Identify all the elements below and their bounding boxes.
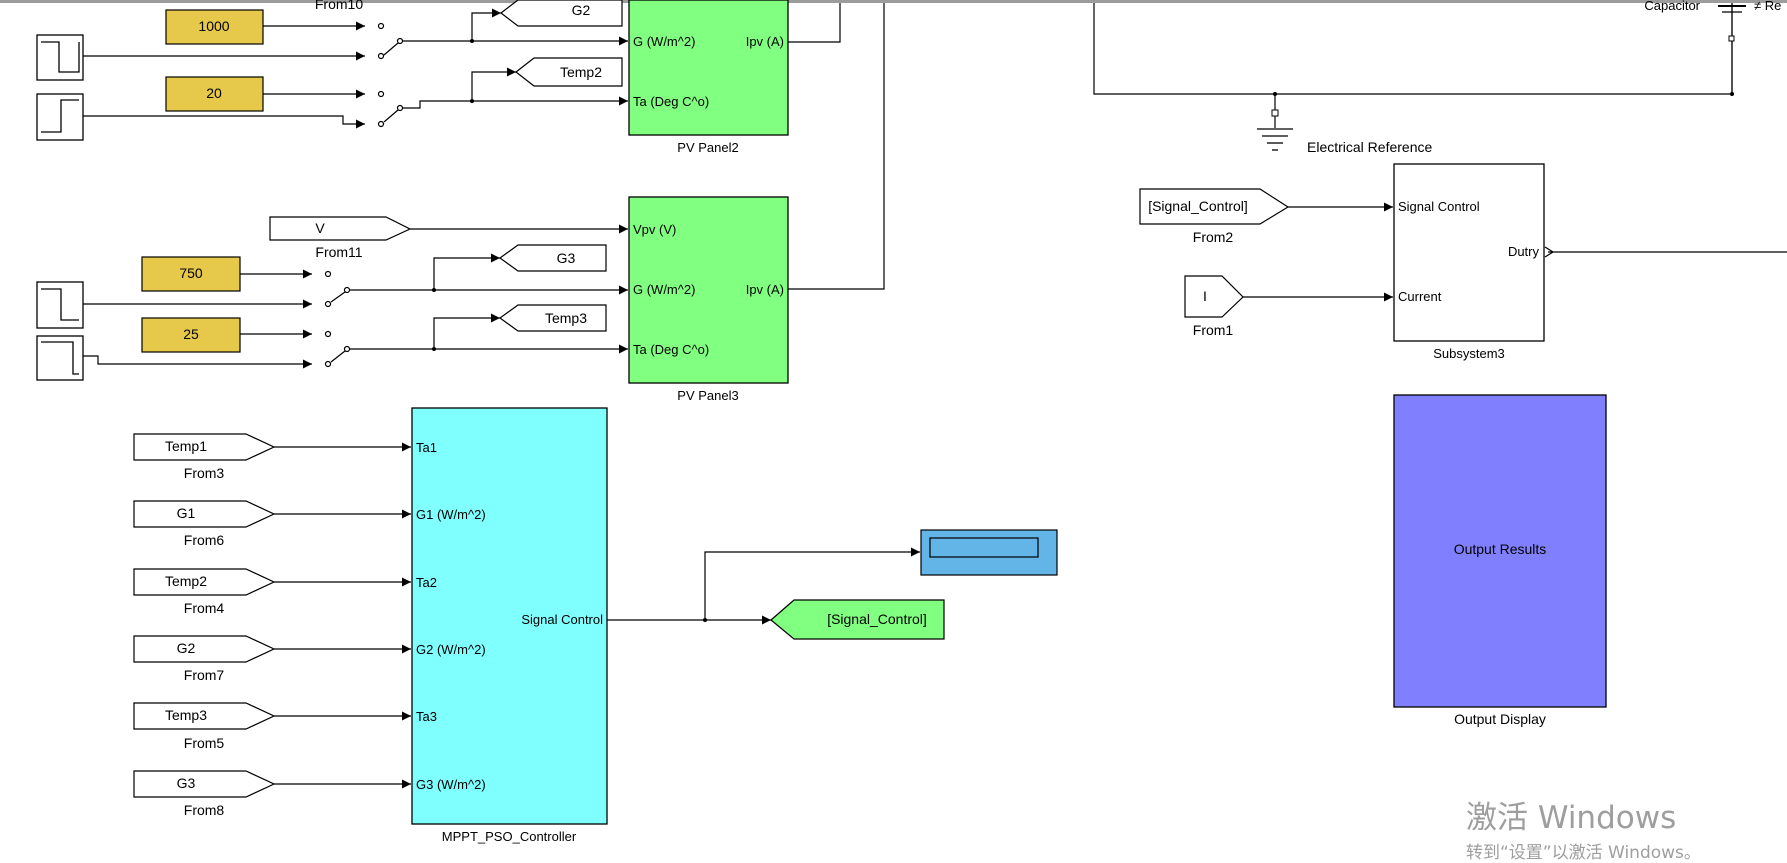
port-label-g: G (W/m^2): [633, 282, 695, 297]
constant-block[interactable]: [165, 76, 264, 112]
step-source-4[interactable]: [36, 335, 84, 381]
window-top-border: [0, 0, 1787, 3]
from-block-label: G2: [177, 640, 196, 656]
goto-tag-g2[interactable]: [500, 0, 623, 27]
step-source-1[interactable]: [36, 34, 84, 81]
pv-panel2-block[interactable]: G (W/m^2) Ta (Deg C^o) Ipv (A) PV Panel2: [628, 0, 789, 155]
port-label-g3: G3 (W/m^2): [416, 777, 486, 792]
port-label-dutry: Dutry: [1508, 244, 1540, 259]
port-label-current: Current: [1398, 289, 1442, 304]
step-source-2[interactable]: [36, 93, 84, 141]
block-name-pv-panel3: PV Panel3: [677, 388, 738, 403]
from-block-name: From8: [184, 802, 225, 818]
goto-tag-signal-control[interactable]: [770, 599, 945, 640]
block-name-pv-panel2: PV Panel2: [677, 140, 738, 155]
constant-value: 20: [206, 85, 222, 101]
from-block-v[interactable]: [269, 216, 412, 241]
from-block-name: From4: [184, 600, 225, 616]
windows-activation-watermark-hint: 转到“设置”以激活 Windows。: [1466, 843, 1701, 863]
windows-activation-watermark: 激活 Windows: [1466, 800, 1677, 836]
subsystem3-block[interactable]: Signal Control Current Dutry Subsystem3: [1393, 163, 1555, 361]
from-block-label: Temp1: [165, 438, 207, 454]
junction-dots: [432, 39, 1734, 622]
port-label-g: G (W/m^2): [633, 34, 695, 49]
constant-blocks[interactable]: 1000 20 750 25: [141, 9, 264, 353]
step-sources[interactable]: [36, 34, 84, 381]
from-block-name: From6: [184, 532, 225, 548]
goto-tag-temp3[interactable]: [498, 304, 607, 332]
from-block-g1[interactable]: [133, 500, 276, 528]
electrical-reference-label: Electrical Reference: [1307, 139, 1432, 155]
goto-tag-label: Temp3: [545, 310, 587, 326]
port-label-ta3: Ta3: [416, 709, 437, 724]
port-label-ta1: Ta1: [416, 440, 437, 455]
from-block-name: From3: [184, 465, 225, 481]
from-block-i[interactable]: [1184, 275, 1244, 318]
from-block-name: From11: [315, 244, 362, 260]
from-blocks[interactable]: From10 V From11 [Signal_Control] From2 I…: [133, 0, 1290, 818]
output-display-text: Output Results: [1454, 541, 1547, 557]
from-block-name: From1: [1193, 322, 1234, 338]
block-name-subsystem3: Subsystem3: [1433, 346, 1505, 361]
from-block-label: G1: [177, 505, 196, 521]
goto-tag-label: [Signal_Control]: [827, 611, 927, 627]
goto-tag-temp2[interactable]: [515, 57, 623, 87]
port-label-ta2: Ta2: [416, 575, 437, 590]
constant-value: 750: [179, 265, 203, 281]
from-block-label: [Signal_Control]: [1148, 198, 1248, 214]
goto-tag-label: Temp2: [560, 64, 602, 80]
port-label-vpv: Vpv (V): [633, 222, 676, 237]
from-block-g2[interactable]: [133, 635, 276, 663]
constant-value: 1000: [198, 18, 229, 34]
signal-lines: [83, 3, 1787, 789]
clipped-label: ≠ Re: [1754, 0, 1781, 13]
port-label-g1: G1 (W/m^2): [416, 507, 486, 522]
manual-switches[interactable]: [324, 22, 404, 368]
from-block-label: Temp2: [165, 573, 207, 589]
from-block-g3[interactable]: [133, 770, 276, 798]
port-label-signal-control: Signal Control: [521, 612, 603, 627]
from-block-temp1[interactable]: [133, 433, 276, 461]
port-label-ta: Ta (Deg C^o): [633, 342, 709, 357]
goto-blocks[interactable]: G2 Temp2 G3 Temp3 [Signal_Control]: [498, 0, 945, 640]
port-label-signal-control: Signal Control: [1398, 199, 1480, 214]
constant-block[interactable]: [141, 256, 241, 292]
from-block-name: From2: [1193, 229, 1234, 245]
from-block-label: V: [315, 220, 325, 236]
port-label-ta: Ta (Deg C^o): [633, 94, 709, 109]
from-block-label: I: [1203, 288, 1207, 304]
capacitor-label: Capacitor: [1644, 0, 1700, 13]
block-name-output-display: Output Display: [1454, 711, 1546, 727]
step-source-3[interactable]: [36, 281, 84, 329]
mppt-pso-controller-block[interactable]: Ta1 G1 (W/m^2) Ta2 G2 (W/m^2) Ta3 G3 (W/…: [411, 407, 608, 844]
from-block-temp3[interactable]: [133, 702, 276, 730]
goto-tag-label: G3: [557, 250, 576, 266]
from-block-name: From5: [184, 735, 225, 751]
from-block-name: From7: [184, 667, 225, 683]
port-label-ipv: Ipv (A): [746, 34, 784, 49]
display-block[interactable]: [920, 529, 1058, 576]
from-block-label: Temp3: [165, 707, 207, 723]
from-block-label: G3: [177, 775, 196, 791]
from-block-name: From10: [315, 0, 363, 12]
constant-block[interactable]: [165, 9, 264, 45]
constant-value: 25: [183, 326, 199, 342]
output-display-block[interactable]: Output Results Output Display: [1393, 394, 1607, 727]
from-block-signal-control[interactable]: [1139, 188, 1290, 225]
goto-tag-g3[interactable]: [498, 244, 607, 272]
block-name-mppt: MPPT_PSO_Controller: [442, 829, 577, 844]
constant-block[interactable]: [141, 317, 241, 353]
goto-tag-label: G2: [572, 2, 591, 18]
from-block-temp2[interactable]: [133, 568, 276, 596]
electrical-reference-ground[interactable]: Electrical Reference: [1257, 109, 1432, 155]
port-label-ipv: Ipv (A): [746, 282, 784, 297]
pv-panel3-block[interactable]: Vpv (V) G (W/m^2) Ta (Deg C^o) Ipv (A) P…: [628, 196, 789, 403]
capacitor[interactable]: Capacitor ≠ Re: [1644, 0, 1781, 42]
port-label-g2: G2 (W/m^2): [416, 642, 486, 657]
